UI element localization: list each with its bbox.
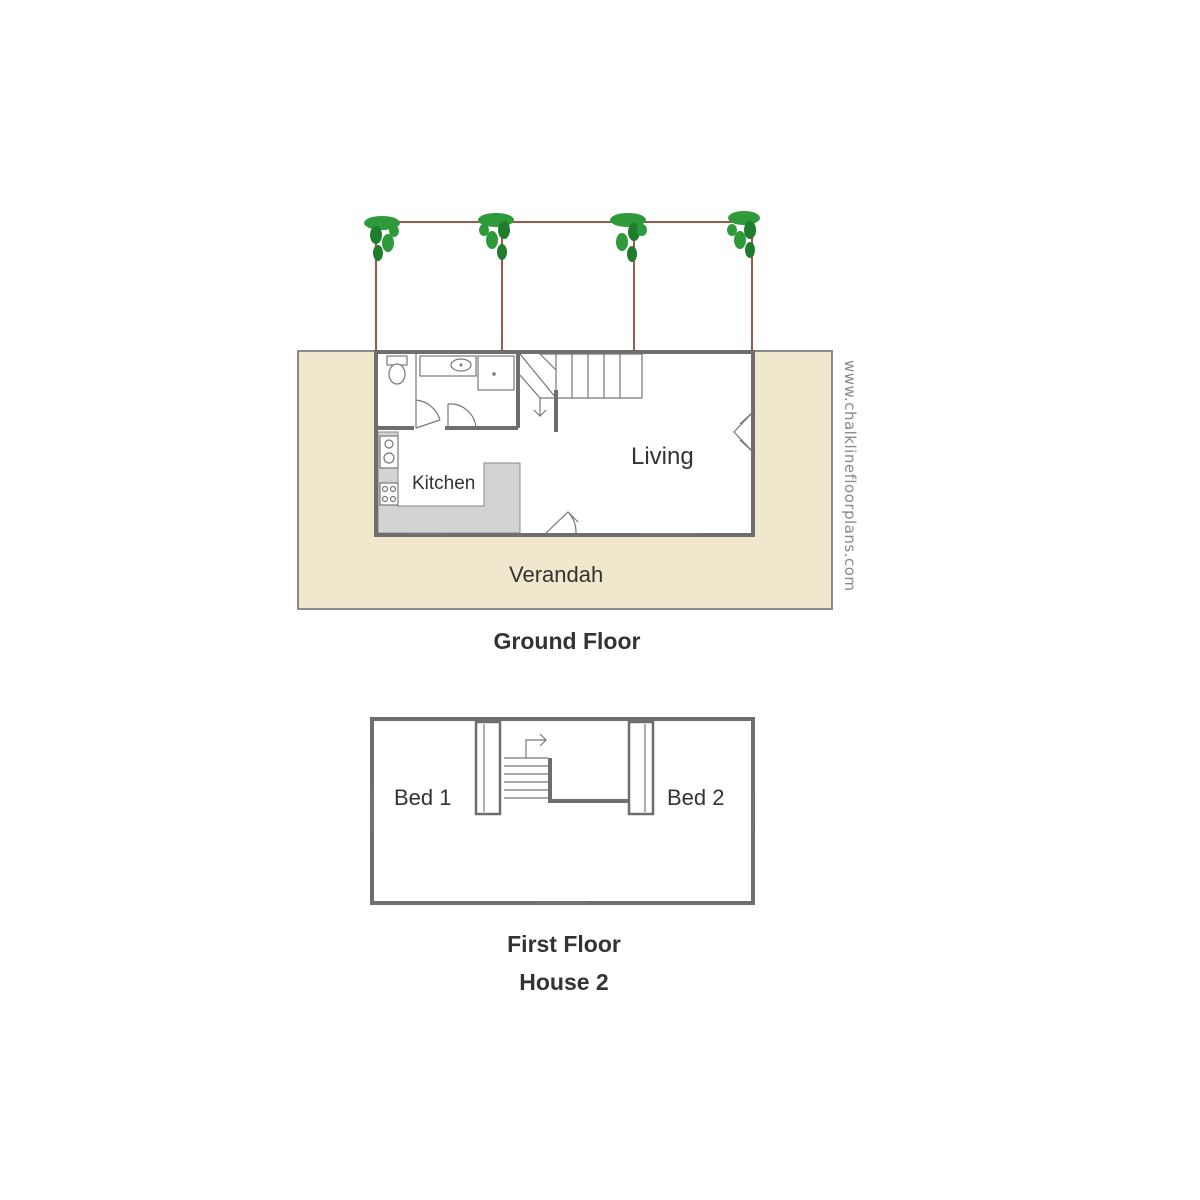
living-label: Living (631, 443, 694, 470)
ground-floor-caption: Ground Floor (494, 628, 641, 654)
stair-well-wall (548, 758, 629, 803)
wardrobe-right (627, 720, 655, 816)
first-floor-caption: First Floor (507, 931, 621, 957)
door-icon (415, 399, 441, 429)
bathroom-wall (376, 352, 520, 430)
kitchen-label: Kitchen (412, 473, 475, 494)
house-caption: House 2 (519, 969, 608, 995)
first-floor: Bed 1 Bed 2 First Floor House 2 (370, 717, 755, 995)
verandah-label: Verandah (509, 562, 603, 587)
sink-icon (419, 355, 477, 377)
toilet-icon (386, 355, 408, 385)
first-floor-outer-wall (370, 717, 755, 905)
ground-floor: Kitchen Living Verandah Ground Floor (297, 350, 833, 654)
plant-icon (364, 216, 400, 261)
door-icon (733, 411, 754, 453)
wardrobe-left (474, 720, 502, 816)
stove-icon (379, 482, 399, 506)
sink-icon (379, 435, 399, 469)
pergola (364, 211, 760, 350)
stair-icon (519, 353, 643, 432)
ground-floor-interior (376, 352, 753, 535)
bed2-label: Bed 2 (667, 785, 725, 810)
watermark-text: www.chalklinefloorplans.com (841, 360, 859, 592)
door-icon (545, 511, 579, 534)
shower-icon (477, 355, 515, 391)
door-icon (447, 403, 477, 429)
plant-icon (478, 213, 514, 260)
plant-icon (610, 213, 647, 262)
bed1-label: Bed 1 (394, 785, 452, 810)
plant-icon (727, 211, 760, 258)
ground-floor-outer-wall (374, 350, 755, 537)
stair-icon (504, 733, 548, 799)
